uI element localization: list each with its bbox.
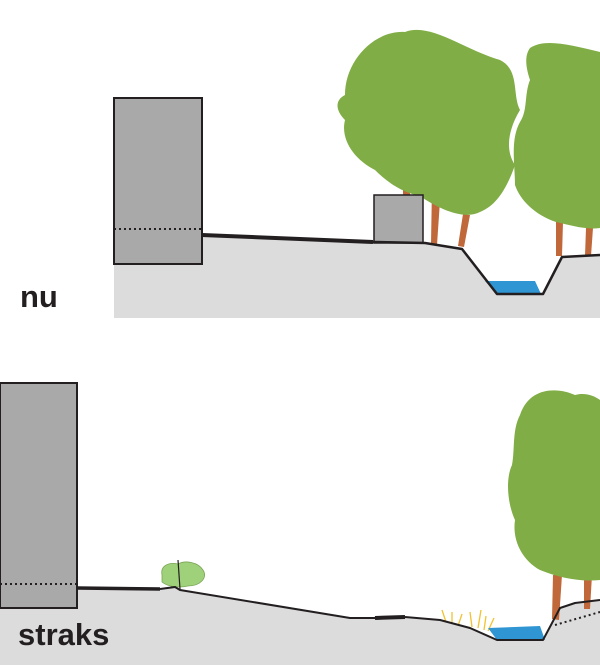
ground-profile-later [159,586,375,619]
young-tree-later [161,561,205,588]
label-later: straks [18,617,109,652]
shed-now [373,194,424,244]
water-now [485,281,541,294]
building-now [113,97,203,265]
building-later [0,382,78,609]
water-later [488,626,545,640]
road-later [76,586,161,591]
ground-profile-now [372,240,600,296]
ground-profile-later-right [404,599,600,641]
panel-now: nu [20,29,600,318]
tree-crown-later [508,390,600,581]
label-now: nu [20,279,58,314]
ground-later [0,587,600,665]
road-now [201,233,374,244]
panel-later: straks [0,382,600,665]
tree-crown-now-left [337,29,520,215]
path-segment-later [374,615,406,620]
tree-crown-now-right [513,43,600,229]
ground-now [114,235,600,318]
young-tree-stake [177,559,181,590]
